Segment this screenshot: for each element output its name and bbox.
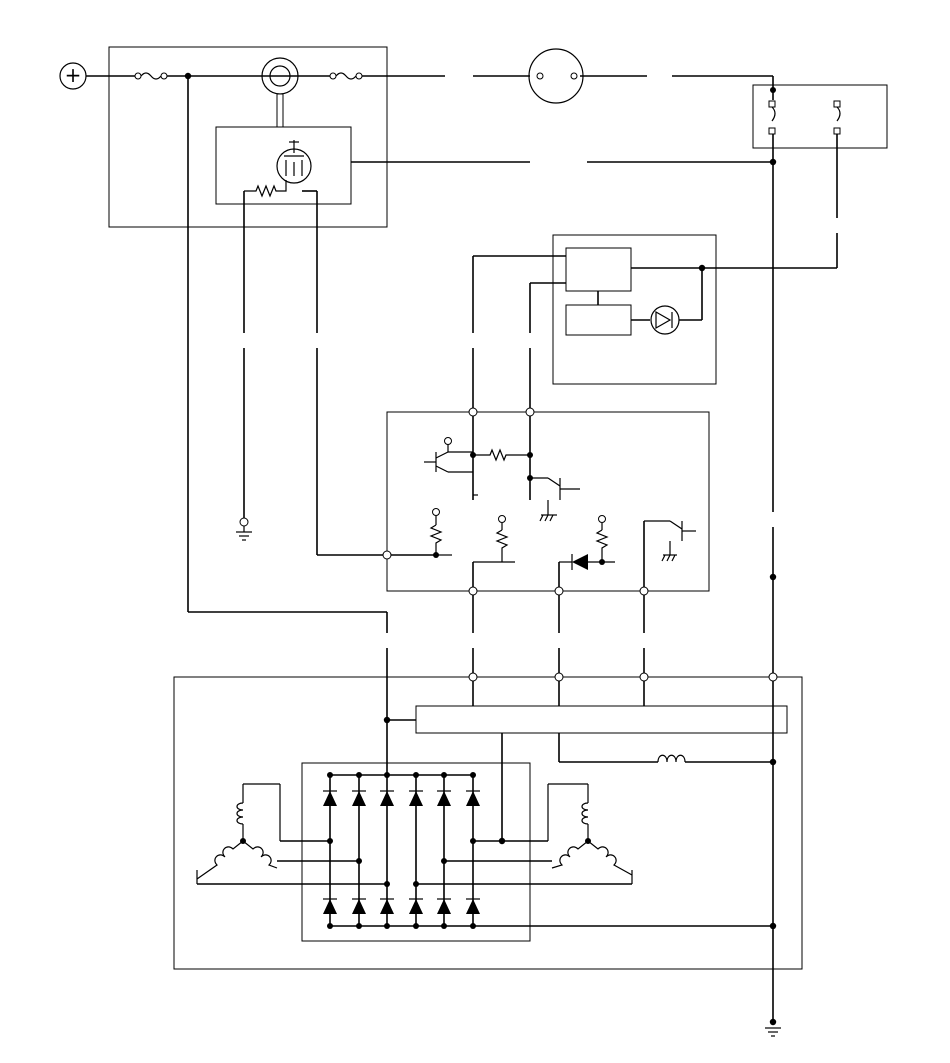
driver-circuit-block xyxy=(565,304,632,336)
resistor-icon xyxy=(244,180,287,198)
stator-winding-left xyxy=(196,783,387,885)
rectifier-box xyxy=(301,762,531,942)
field-coil-icon xyxy=(657,754,686,763)
stator-winding-right xyxy=(416,783,633,885)
transistor-icon xyxy=(276,140,312,184)
diode-icon xyxy=(380,772,394,929)
resistor-icon xyxy=(473,448,530,462)
diode-icon xyxy=(466,772,480,929)
control-module-box xyxy=(215,126,352,205)
charge-warning-lamp-icon xyxy=(528,48,584,104)
main-supply-line xyxy=(86,75,774,100)
ground-icon xyxy=(765,1018,781,1037)
transistor-icon xyxy=(644,520,696,562)
resistor-icon xyxy=(595,515,609,562)
resistor-icon xyxy=(473,515,515,563)
relay-box xyxy=(752,84,888,149)
voltage-regulator-box xyxy=(386,411,710,592)
ic-regulator-block xyxy=(415,705,788,734)
diode-icon xyxy=(409,772,423,929)
gauge-circuit-block xyxy=(565,247,632,292)
diode-icon xyxy=(437,772,451,929)
relay-switch-icon xyxy=(768,87,841,135)
fuse-icon xyxy=(329,72,363,80)
diode-icon xyxy=(323,772,337,929)
alternator-box xyxy=(173,676,803,970)
zener-diode-icon xyxy=(559,554,615,570)
rectifier-diodes xyxy=(323,772,480,929)
diode-icon xyxy=(352,772,366,929)
resistor-icon xyxy=(429,508,452,558)
gauge-control-unit xyxy=(552,234,717,385)
fusible-link-icon xyxy=(261,57,299,128)
under-hood-fuse-box xyxy=(108,46,388,228)
transistor-icon xyxy=(424,437,473,473)
fuse-icon xyxy=(134,72,168,80)
svg-text:+: + xyxy=(65,63,82,87)
led-indicator-icon xyxy=(650,305,680,335)
transistor-icon xyxy=(527,475,580,522)
battery-positive-terminal: + xyxy=(59,62,87,90)
ground-icon xyxy=(236,517,252,541)
